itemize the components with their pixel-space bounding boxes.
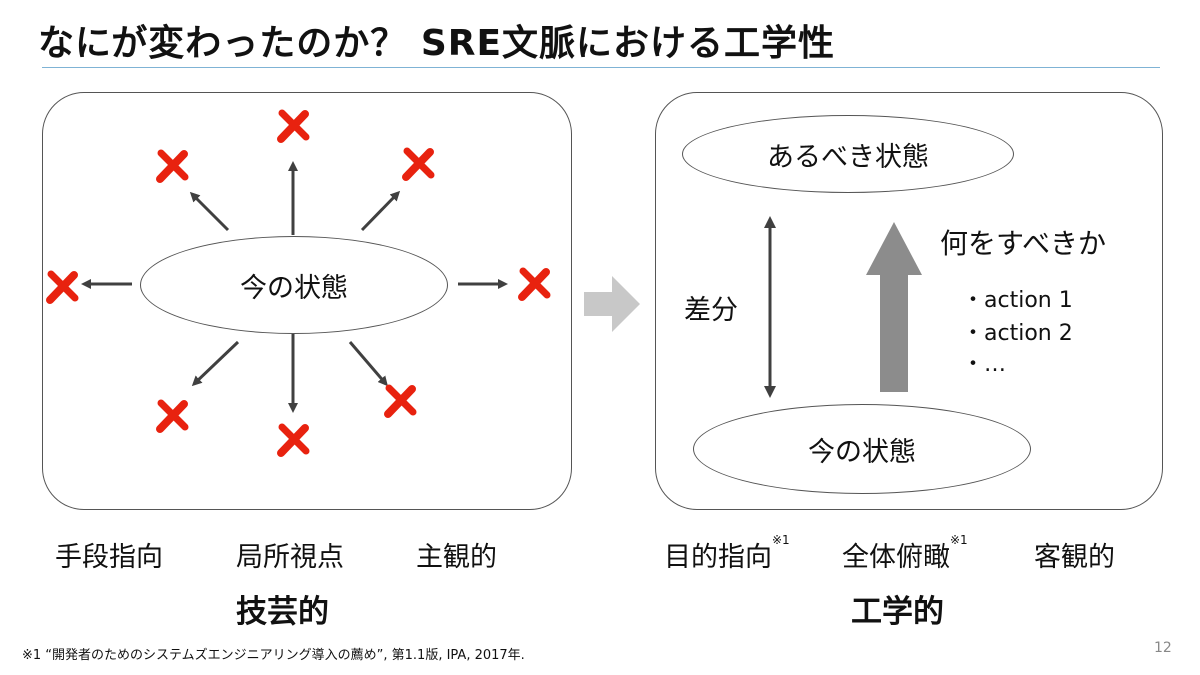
cross-mark-icon — [277, 109, 310, 143]
page-title: なにが変わったのか？ SRE文脈における工学性 — [38, 23, 836, 64]
left-panel — [42, 92, 572, 510]
right-attribute-text: 客観的 — [1034, 542, 1115, 573]
action-bullet: ・action 2 — [962, 321, 1073, 346]
footnote: ※1 “開発者のためのシステムズエンジニアリング導入の薦め”, 第1.1版, I… — [22, 648, 525, 663]
what-to-do-label: 何をすべきか — [940, 227, 1107, 260]
current-state-ellipse: 今の状態 — [140, 236, 448, 334]
arrow-down-right — [348, 341, 388, 387]
desired-state-label: あるべき状態 — [767, 141, 929, 173]
current-state-ellipse-right: 今の状態 — [693, 404, 1031, 494]
title-divider — [42, 67, 1160, 68]
arrow-down-left — [191, 340, 240, 387]
current-state-label-right: 今の状態 — [808, 436, 916, 468]
cross-mark-icon — [277, 423, 310, 457]
page-number: 12 — [1154, 640, 1172, 656]
right-attribute-text: 目的指向 — [664, 542, 772, 573]
left-attribute-label: 手段指向 — [55, 542, 163, 573]
right-attribute-label: 全体俯瞰※1 — [842, 533, 968, 574]
action-bullet: ・action 1 — [962, 288, 1073, 313]
big-up-arrow — [866, 222, 922, 392]
cross-mark-icon — [384, 384, 417, 418]
cross-mark-icon — [46, 270, 79, 304]
left-summary-label: 技芸的 — [236, 594, 329, 630]
desired-state-ellipse: あるべき状態 — [682, 115, 1014, 193]
arrow-up-right — [360, 190, 401, 232]
cross-mark-icon — [156, 399, 189, 433]
right-arrow-icon — [584, 276, 640, 332]
left-attribute-label: 局所視点 — [236, 542, 344, 573]
right-summary-label: 工学的 — [851, 594, 944, 630]
left-attribute-label: 主観的 — [416, 542, 497, 573]
right-attribute-label: 目的指向※1 — [664, 533, 790, 574]
cross-mark-icon — [518, 267, 551, 301]
action-bullet: ・… — [962, 352, 1007, 377]
current-state-label: 今の状態 — [240, 272, 348, 304]
right-attribute-label: 客観的 — [1034, 535, 1115, 574]
arrow-up-left — [189, 191, 230, 232]
cross-mark-icon — [402, 147, 435, 181]
footnote-ref: ※1 — [950, 533, 968, 547]
cross-mark-icon — [156, 149, 189, 183]
right-panel — [655, 92, 1163, 510]
diff-label: 差分 — [684, 295, 738, 326]
footnote-ref: ※1 — [772, 533, 790, 547]
right-attribute-text: 全体俯瞰 — [842, 542, 950, 573]
